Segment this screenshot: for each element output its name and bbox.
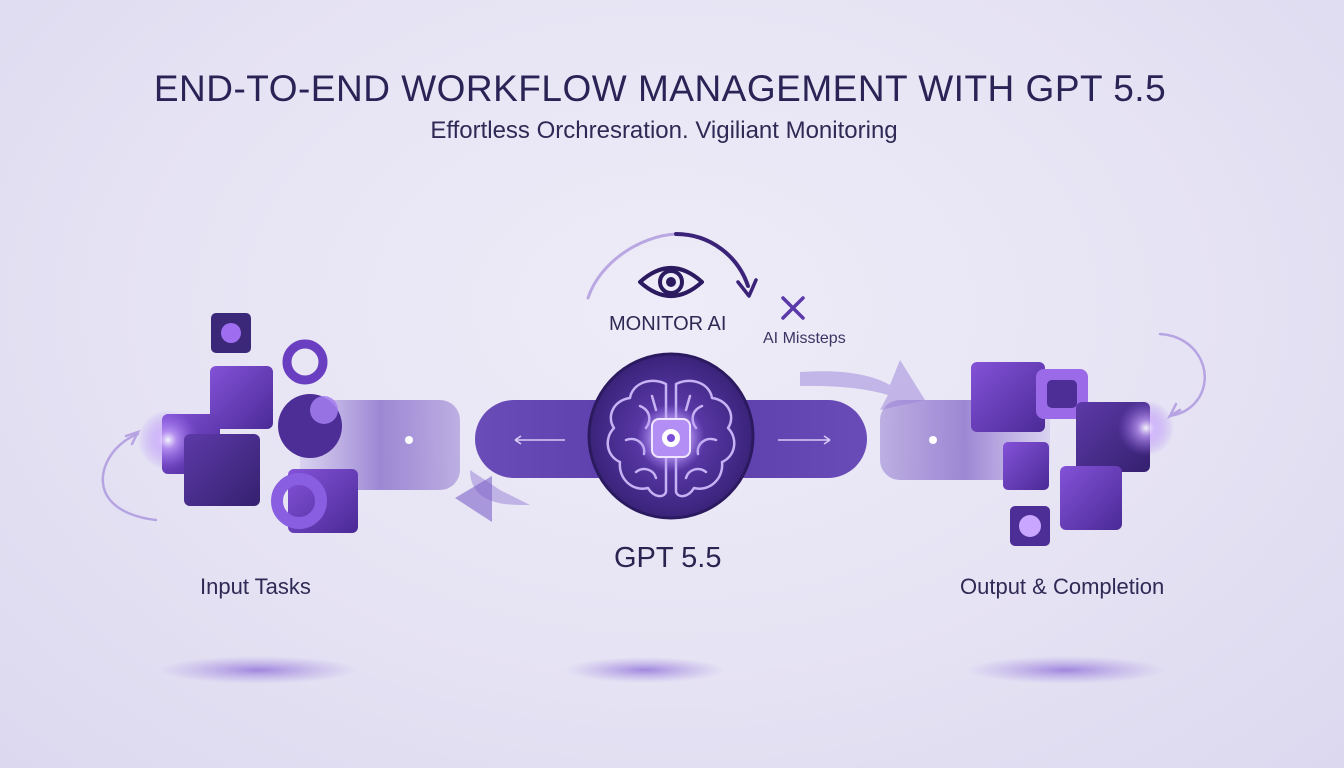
output-completion-label: Output & Completion [960,574,1165,599]
output-blocks [971,332,1206,546]
monitor-arc-arrow [586,232,758,300]
input-tasks-label: Input Tasks [200,574,311,599]
input-task-blocks [101,313,358,533]
close-icon [781,296,805,320]
monitor-ai-label: MONITOR AI [609,313,727,335]
core-shadow [565,657,725,683]
eye-icon [638,266,704,298]
brain-chip-icon [587,352,755,520]
ai-missteps-label: AI Missteps [763,330,846,347]
page-title: END-TO-END WORKFLOW MANAGEMENT WITH GPT … [153,68,1167,109]
core-label: GPT 5.5 [614,542,722,574]
page-subtitle: Effortless Orchresration. Vigiliant Moni… [430,117,898,144]
output-shadow [966,656,1166,684]
input-shadow [158,656,358,684]
